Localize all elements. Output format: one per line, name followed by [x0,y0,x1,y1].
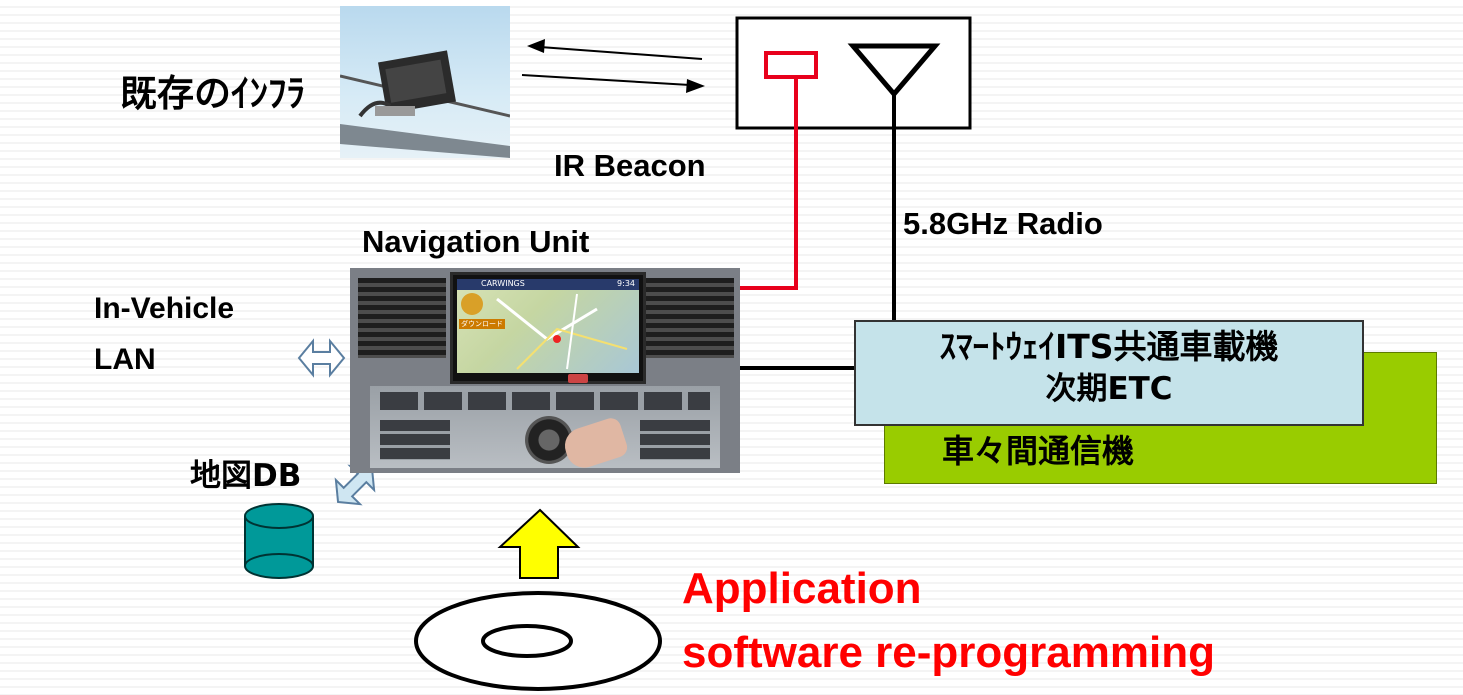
next-etc-label: 次期ETC [1045,371,1173,407]
nav-screen: CARWINGS 9:34 ダウンロード [450,272,646,384]
navigation-unit-photo: CARWINGS 9:34 ダウンロード [350,268,740,473]
map-db-label: 地図DB [190,458,302,494]
exchange-arrows [521,39,705,93]
antenna-icon [847,43,941,98]
v2v-label: 車々間通信機 [942,432,1135,470]
database-cylinder-icon [244,503,314,579]
hazard-button [568,374,588,383]
smartway-obu-box: ｽﾏｰﾄｳｪｲITS共通車載機 次期ETC [854,320,1364,426]
navigation-unit-label: Navigation Unit [362,224,590,259]
control-panel [370,386,720,473]
lan-label: LAN [94,343,156,376]
nav-brand: CARWINGS [481,279,525,288]
roadside-unit-box [735,16,972,130]
right-vent [646,278,734,358]
infra-photo [340,6,510,158]
nav-download-tag: ダウンロード [459,319,505,329]
upload-arrow-icon [497,508,581,579]
application-label: Application [682,564,922,613]
ir-transmitter-icon [764,51,818,79]
in-vehicle-label: In-Vehicle [94,292,235,325]
infra-label: 既存のｲﾝﾌﾗ [120,72,305,115]
software-disc-icon [414,591,662,691]
ir-beacon-label: IR Beacon [554,148,706,183]
smartway-label: ｽﾏｰﾄｳｪｲITS共通車載機 [939,327,1279,366]
reprogramming-label: software re-programming [682,628,1215,677]
nav-time: 9:34 [617,279,635,288]
radio-label: 5.8GHz Radio [903,206,1103,241]
ir-beacon-line [740,77,798,290]
left-vent [358,278,446,358]
lan-double-arrow-icon [297,338,346,378]
